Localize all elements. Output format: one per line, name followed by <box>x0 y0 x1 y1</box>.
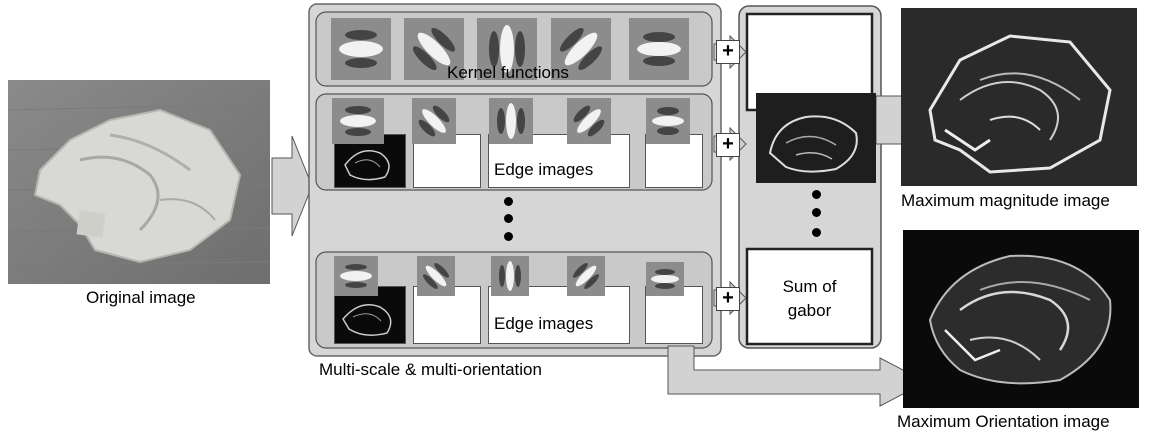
row1-thumb-4 <box>567 98 611 144</box>
row1-thumb-3 <box>489 98 533 144</box>
ellipsis-dot <box>812 190 821 199</box>
ellipsis-dot <box>504 232 513 241</box>
kernel-thumb-horizontal-2 <box>629 18 689 80</box>
rown-thumb-5 <box>646 262 684 296</box>
rown-thumb-2 <box>417 256 455 296</box>
ellipsis-dot <box>812 228 821 237</box>
kernel-thumb-horizontal <box>331 18 391 80</box>
ellipsis-dot <box>504 214 513 223</box>
rown-thumb-1 <box>334 256 378 296</box>
edge-images-label-1: Edge images <box>494 160 594 179</box>
max-magnitude-caption: Maximum magnitude image <box>901 191 1110 210</box>
original-image <box>7 80 271 284</box>
plus-icon: + <box>716 133 740 157</box>
row1-thumb-5 <box>646 98 690 144</box>
sum-of-gabor-label: Sum of gabor <box>782 277 837 320</box>
plus-icon: + <box>716 40 740 64</box>
ellipsis-dot <box>504 197 513 206</box>
rown-thumb-3 <box>491 256 529 296</box>
sum-box-gabor <box>745 247 874 346</box>
arrow-to-gabor <box>271 135 313 237</box>
ellipsis-dot <box>812 208 821 217</box>
row1-thumb-2 <box>412 98 456 144</box>
max-orientation-image <box>903 230 1139 408</box>
original-image-caption: Original image <box>86 288 196 307</box>
plus-icon: + <box>716 287 740 311</box>
kernel-thumb-diagonal-down <box>404 18 464 80</box>
kernel-thumb-vertical <box>477 18 537 80</box>
kernel-functions-label: Kernel functions <box>447 63 569 82</box>
max-orientation-caption: Maximum Orientation image <box>897 412 1110 431</box>
rown-thumb-4 <box>567 256 605 296</box>
sum-edge-image <box>756 93 876 183</box>
row1-thumb-1 <box>332 98 384 144</box>
multiscale-caption: Multi-scale & multi-orientation <box>319 360 542 379</box>
max-magnitude-image <box>901 8 1137 186</box>
edge-images-label-2: Edge images <box>494 314 594 333</box>
kernel-thumb-diagonal-up <box>551 18 611 80</box>
